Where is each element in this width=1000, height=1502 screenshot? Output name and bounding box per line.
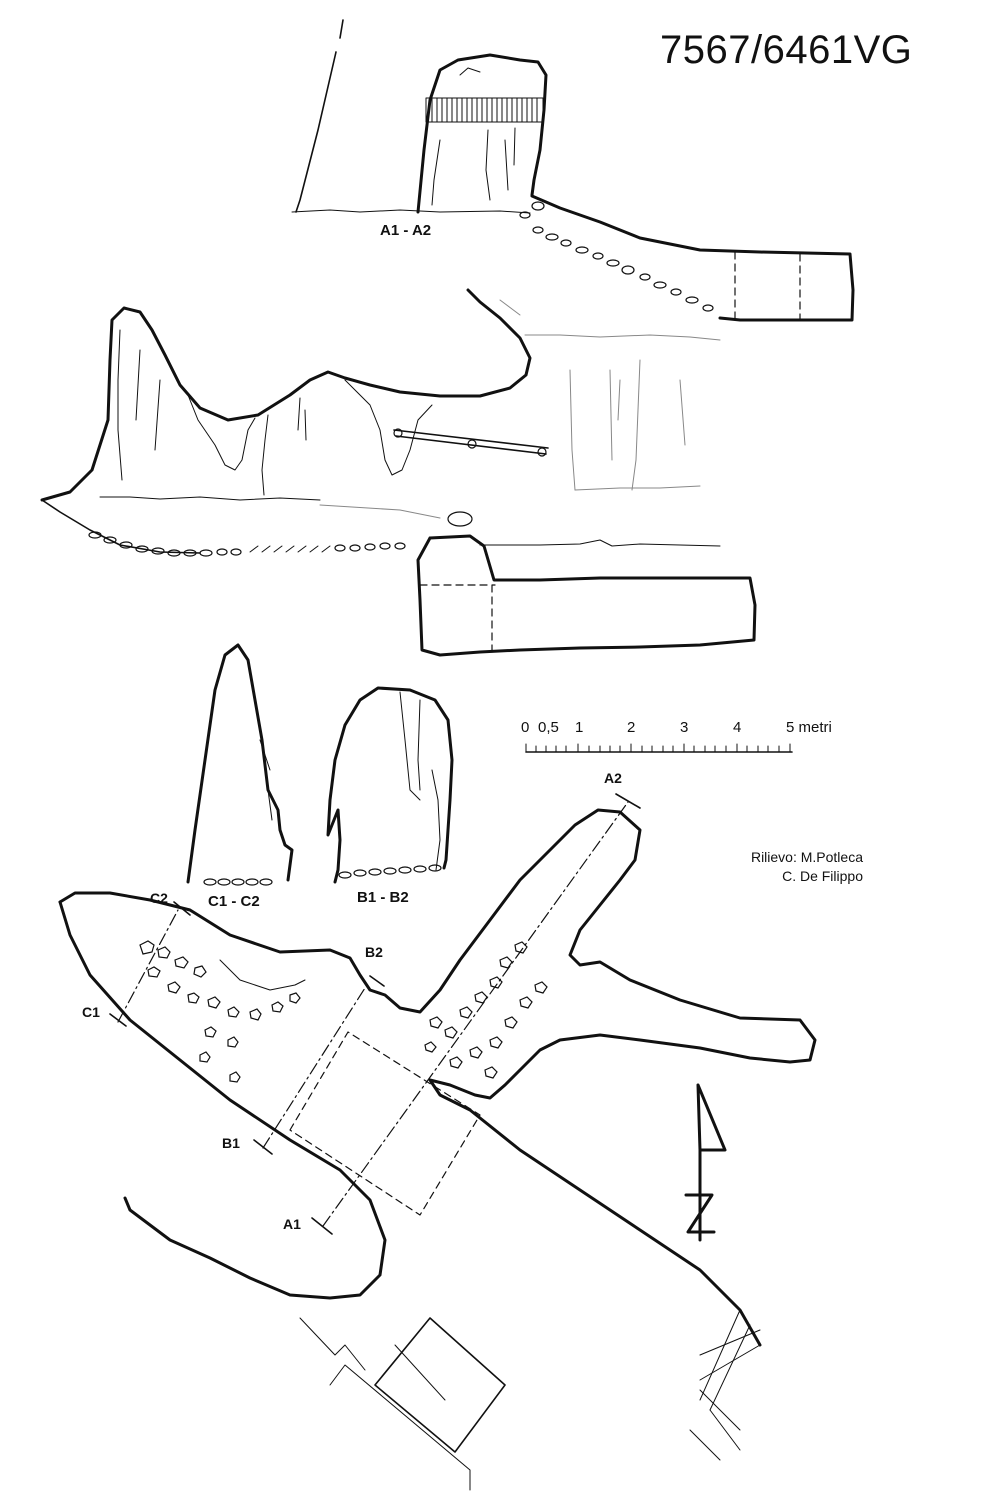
scale-tick-0-5: 0,5 [538,719,559,736]
section-a1-a2-drawing [291,19,855,322]
point-label-a2: A2 [604,770,622,786]
scale-tick-3: 3 [680,719,689,736]
survey-credits: Rilievo: M.Potleca C. De Filippo [751,848,863,886]
point-label-a1: A1 [283,1216,301,1232]
scale-tick-2: 2 [627,719,636,736]
point-label-c2: C2 [150,890,168,906]
section-label-b1-b2: B1 - B2 [357,889,409,906]
scale-tick-1: 1 [575,719,584,736]
section-label-a1-a2: A1 - A2 [380,222,432,239]
scale-tick-4: 4 [733,719,742,736]
section-c1-c2-drawing [186,643,294,886]
point-label-b2: B2 [365,944,383,960]
credits-line-2: C. De Filippo [782,868,863,884]
longitudinal-section-drawing [40,288,757,657]
point-label-b1: B1 [222,1135,240,1151]
section-b1-b2-drawing [326,686,454,884]
section-label-c1-c2: C1 - C2 [208,893,260,910]
scale-tick-5-metri: 5 metri [786,719,832,736]
point-label-c1: C1 [82,1004,100,1020]
north-arrow-icon [684,1083,727,1242]
plan-view-drawing [58,793,817,1491]
credits-line-1: Rilievo: M.Potleca [750,849,863,865]
scale-bar [525,743,793,753]
scale-tick-0: 0 [521,719,530,736]
cave-id-title: 7567/6461VG [660,28,913,72]
